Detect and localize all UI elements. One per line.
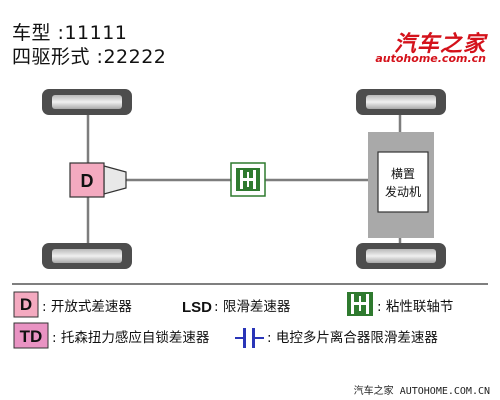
brand-logo-url: autohome.com.cn (375, 52, 486, 65)
awd-type-line: 四驱形式 :22222 (12, 46, 167, 68)
engine-label-bottom: 发动机 (385, 184, 421, 199)
legend-viscous-label: : 粘性联轴节 (377, 299, 454, 315)
legend-torsen-label: : 托森扭力感应自锁差速器 (52, 330, 210, 346)
front-axle (356, 89, 446, 269)
legend-torsen-swatch (13, 322, 49, 349)
rear-axle (42, 89, 132, 269)
legend-open-diff-label: : 开放式差速器 (42, 299, 132, 315)
footer-credit: 汽车之家 AUTOHOME.COM.CN (353, 386, 490, 397)
legend-open-diff-swatch (13, 291, 39, 318)
legend-open-diff-code: D (20, 295, 32, 314)
engine-label-top: 横置 (391, 167, 415, 181)
vehicle-model-line: 车型 :11111 (12, 22, 128, 44)
legend-clutch-label: : 电控多片离合器限滑差速器 (267, 330, 438, 346)
legend-viscous-icon (347, 292, 373, 316)
legend-clutch-icon (235, 328, 264, 348)
viscous-coupling-icon (230, 162, 266, 197)
rear-differential (69, 162, 127, 198)
brand-logo-name: 汽车之家 (393, 32, 486, 57)
transverse-engine (368, 132, 434, 238)
legend-torsen-code: TD (20, 327, 43, 346)
legend-lsd-label: : 限滑差速器 (214, 299, 291, 315)
rear-diff-code: D (81, 171, 94, 191)
legend-lsd-code: LSD (182, 299, 212, 316)
